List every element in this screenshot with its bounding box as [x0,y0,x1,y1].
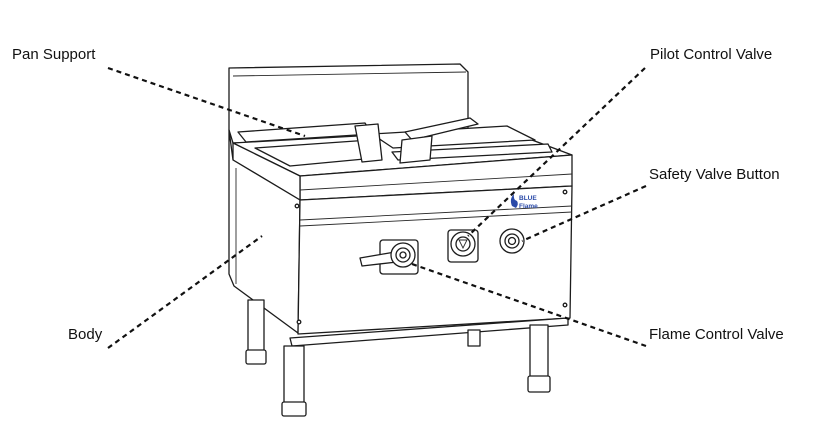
pilot-control-valve [447,229,479,263]
leader-safety-valve-button [521,184,647,243]
leader-pilot-control-valve [467,67,646,237]
pan-support-grate [237,117,553,167]
leader-pan-support [107,66,306,138]
stove-body [228,129,573,335]
label-flame-control-valve: Flame Control Valve [649,326,784,343]
leader-body [107,235,263,349]
label-pan-support: Pan Support [12,46,96,63]
brand-logo: BLUE Flame [510,194,538,210]
legs [245,299,551,417]
label-body: Body [68,326,103,343]
labels: Pan Support Pilot Control Valve Safety V… [12,46,784,343]
flame-logo-icon [510,194,518,208]
flame-control-valve [359,239,419,275]
label-pilot-control-valve: Pilot Control Valve [650,46,772,63]
leader-lines [107,66,647,349]
safety-valve-button [499,228,525,254]
brand-line1: BLUE [519,195,537,202]
brand-line2: Flame [519,203,538,210]
base-frame [289,317,569,347]
label-safety-valve-button: Safety Valve Button [649,166,780,183]
